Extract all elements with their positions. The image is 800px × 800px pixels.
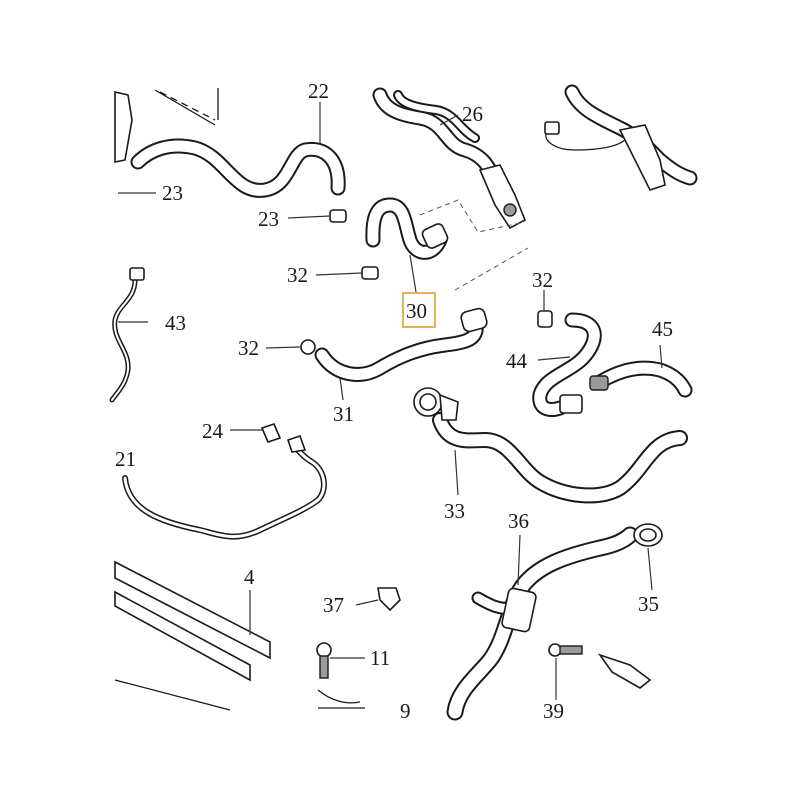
leader-lines bbox=[118, 102, 663, 700]
reservoir bbox=[114, 88, 219, 163]
callout-35: 35 bbox=[638, 592, 659, 616]
hose-45 bbox=[559, 360, 693, 414]
callout-23-b: 23 bbox=[258, 207, 279, 231]
callout-11: 11 bbox=[370, 646, 390, 670]
radiator-strips bbox=[114, 560, 271, 711]
callout-43: 43 bbox=[165, 311, 186, 335]
tube-21 bbox=[122, 442, 327, 540]
callout-45: 45 bbox=[652, 317, 673, 341]
callout-9: 9 bbox=[400, 699, 411, 723]
fitting-24 bbox=[260, 423, 307, 453]
callout-labels: 22 26 23 23 32 30 32 43 45 32 44 31 24 2… bbox=[115, 79, 673, 723]
hose-36 bbox=[446, 526, 639, 721]
clamp-32-upper bbox=[361, 266, 379, 280]
callout-26: 26 bbox=[462, 102, 483, 126]
clamp-32-right bbox=[537, 310, 553, 328]
callout-23-a: 23 bbox=[162, 181, 183, 205]
callout-21: 21 bbox=[115, 447, 136, 471]
hose-31 bbox=[314, 307, 488, 382]
callout-22: 22 bbox=[308, 79, 329, 103]
callout-37: 37 bbox=[323, 593, 344, 617]
hose-22 bbox=[130, 138, 346, 198]
hose-44 bbox=[532, 312, 602, 417]
clip-37 bbox=[377, 587, 401, 612]
clamp-35 bbox=[633, 523, 663, 547]
bolt-39 bbox=[548, 643, 652, 689]
valve-housing bbox=[419, 121, 666, 291]
callout-32-c: 32 bbox=[238, 336, 259, 360]
callout-32-b: 32 bbox=[532, 268, 553, 292]
hose-30 bbox=[365, 197, 449, 260]
callout-24: 24 bbox=[202, 419, 224, 443]
callout-33: 33 bbox=[444, 499, 465, 523]
clamp-23 bbox=[329, 209, 347, 223]
bracket-9 bbox=[317, 689, 365, 709]
clamp-32-left bbox=[300, 339, 316, 355]
callout-31: 31 bbox=[333, 402, 354, 426]
screw-11 bbox=[316, 642, 332, 679]
callout-36: 36 bbox=[508, 509, 529, 533]
callout-32-a: 32 bbox=[287, 263, 308, 287]
callout-39: 39 bbox=[543, 699, 564, 723]
highlight-box-30 bbox=[402, 292, 436, 328]
pipe-43 bbox=[109, 267, 145, 403]
callout-4: 4 bbox=[244, 565, 255, 589]
hose-26 bbox=[372, 87, 503, 188]
callout-30: 30 bbox=[406, 299, 427, 323]
hose-33 bbox=[413, 387, 688, 504]
callout-44: 44 bbox=[506, 349, 528, 373]
